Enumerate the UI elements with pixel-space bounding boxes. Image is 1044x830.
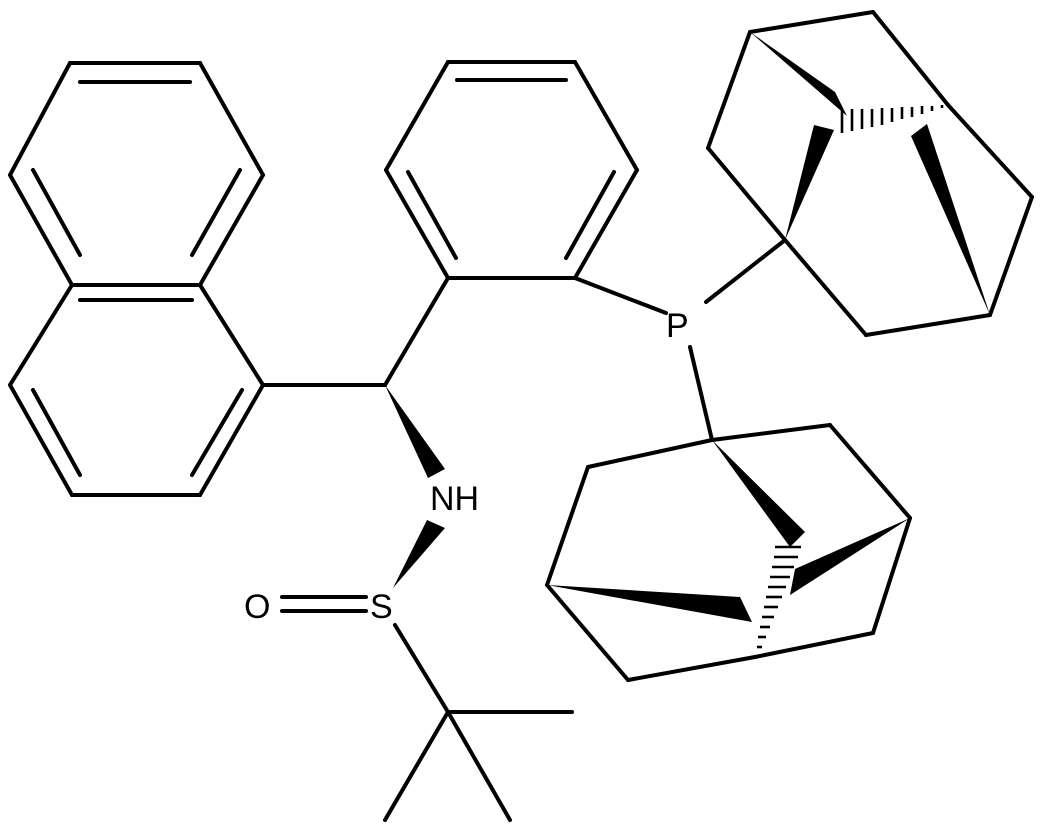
wedge-bond [712, 440, 805, 547]
bond [573, 60, 639, 172]
adamantyl-lower [545, 423, 912, 682]
hashed-wedge [840, 105, 944, 133]
bond [704, 238, 787, 304]
bond [871, 516, 912, 635]
bond [198, 283, 265, 387]
wedge-bond [790, 518, 910, 595]
bond [710, 423, 832, 442]
bond [748, 10, 875, 34]
adamantyl-upper [706, 10, 1034, 337]
wedge-bond [547, 585, 752, 622]
double-bond-inner [190, 388, 244, 477]
hashed-wedge [757, 545, 801, 649]
bond [198, 61, 265, 177]
double-bond-inner [31, 388, 82, 477]
bond [871, 10, 950, 107]
phosphorus-atom-label: P [666, 307, 689, 345]
wedge-bond [385, 385, 445, 478]
sulfinamide-group [280, 520, 574, 822]
double-bond-inner [564, 170, 616, 260]
bond [573, 276, 668, 315]
bond [198, 173, 265, 287]
amine-atom-label: NH [430, 480, 479, 518]
bond [626, 655, 757, 682]
double-bond-inner [190, 168, 242, 257]
bond [8, 383, 74, 497]
bond [545, 465, 590, 587]
bond [753, 631, 875, 659]
bond [545, 583, 630, 682]
double-bond-inner [406, 170, 458, 260]
wedge-bond [393, 520, 445, 588]
bond [383, 276, 450, 387]
bond [586, 438, 714, 469]
bond [706, 146, 787, 242]
bond [706, 30, 752, 150]
bond [384, 168, 450, 280]
stereocenter-group [261, 276, 450, 478]
double-bond-inner [31, 168, 82, 257]
phenyl-ring [384, 60, 639, 280]
bond [8, 283, 74, 387]
bond [8, 173, 74, 287]
bond [383, 710, 450, 822]
oxygen-atom-label: O [244, 588, 270, 626]
bond [828, 423, 912, 520]
bond [864, 313, 992, 337]
wedge-bond [785, 125, 834, 240]
naphthalene-group [8, 61, 265, 497]
phosphine-bonds [573, 238, 787, 442]
bond [988, 195, 1034, 317]
bond [384, 60, 450, 172]
bond [783, 238, 868, 337]
bond [573, 168, 639, 280]
bond [446, 710, 512, 822]
bond [688, 345, 714, 442]
sulfur-atom-label: S [370, 588, 393, 626]
wedge-bond [911, 124, 990, 315]
bond [393, 623, 450, 714]
bond [946, 103, 1034, 199]
wedge-bond [750, 32, 847, 116]
bond [8, 61, 72, 177]
bond [198, 383, 265, 497]
